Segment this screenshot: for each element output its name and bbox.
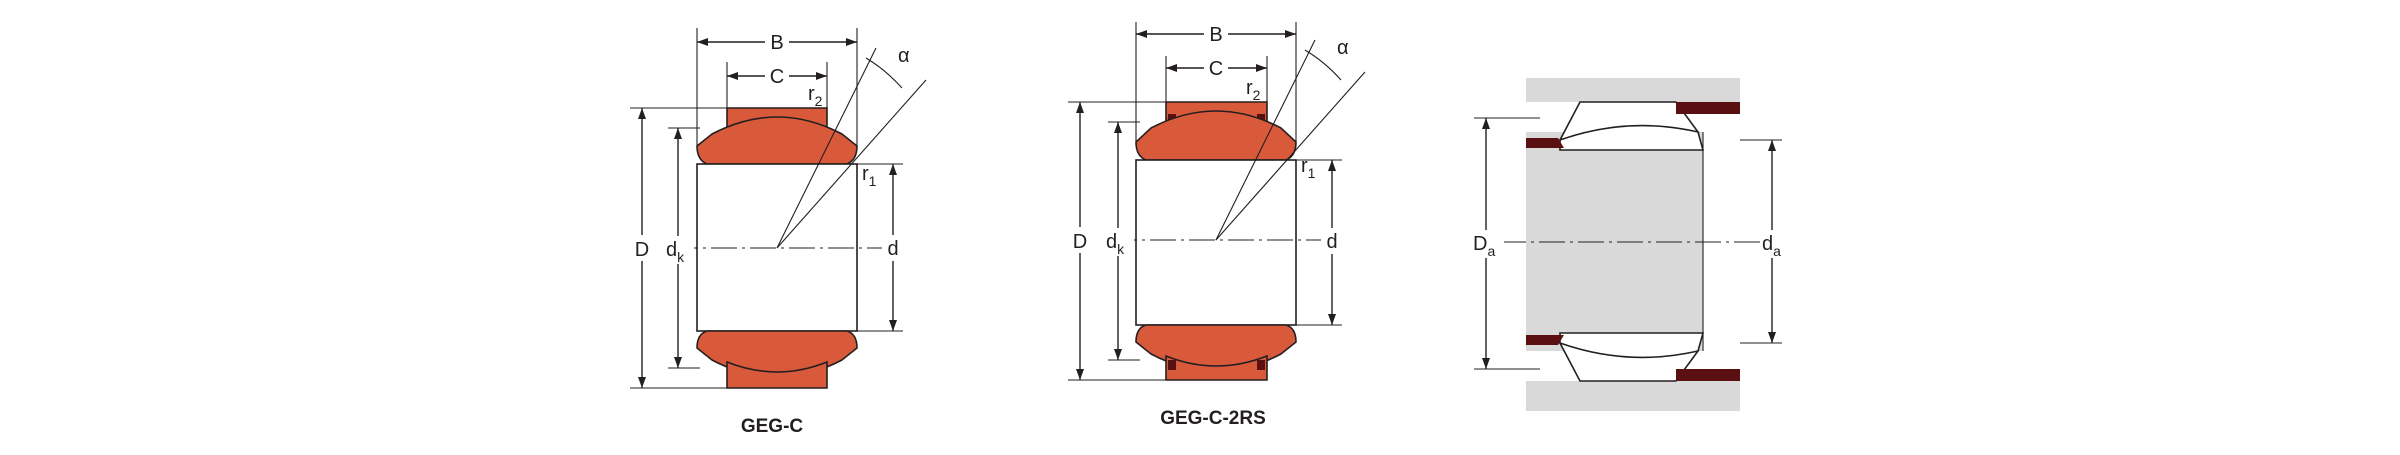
seal-bottom-left [1168, 360, 1176, 370]
caption-geg-c: GEG-C [741, 416, 804, 437]
label-r2-2rs: r2 [1246, 77, 1261, 103]
figure-geg-c: B C α r2 r1 D dk [630, 28, 927, 437]
label-c-2rs: C [1209, 58, 1223, 80]
label-c: C [770, 66, 784, 88]
label-d-outer: D [635, 239, 649, 261]
label-dk-2rs: dk [1106, 231, 1125, 257]
spacer-bottom-right [1676, 369, 1740, 381]
inner-ring-top-mount [1559, 124, 1705, 151]
label-r1-2rs: r1 [1301, 155, 1316, 181]
spacer-top-left [1526, 138, 1564, 148]
label-alpha: α [898, 45, 910, 67]
spacer-bottom-left [1526, 335, 1564, 345]
label-d-outer-2rs: D [1073, 231, 1087, 253]
inner-ring-bottom [696, 330, 858, 378]
spacer-top-right [1676, 102, 1740, 114]
figure-mounting: Da da [1470, 78, 1790, 411]
label-b-2rs: B [1209, 24, 1222, 46]
label-da-housing: Da [1473, 233, 1495, 259]
caption-geg-c-2rs: GEG-C-2RS [1160, 408, 1266, 429]
label-d-bore: d [887, 238, 898, 260]
label-dk: dk [666, 239, 685, 265]
outer-ring-bottom [726, 360, 828, 389]
label-d-bore-2rs: d [1326, 231, 1337, 253]
inner-ring-bore-2rs [1135, 159, 1297, 326]
label-r1: r1 [862, 163, 877, 189]
inner-ring-top-2rs [1135, 110, 1297, 161]
inner-ring-top [696, 116, 858, 165]
inner-ring-bottom-2rs [1135, 324, 1297, 372]
seal-bottom-right [1257, 360, 1265, 370]
outer-ring-bottom-2rs [1165, 354, 1268, 381]
label-r2: r2 [808, 83, 823, 109]
label-da-shaft: da [1762, 233, 1781, 259]
inner-ring-bottom-mount [1559, 332, 1705, 359]
label-alpha-2rs: α [1337, 37, 1349, 59]
label-b: B [770, 32, 783, 54]
figure-geg-c-2rs: B C α r2 r1 D dk [1068, 22, 1366, 429]
